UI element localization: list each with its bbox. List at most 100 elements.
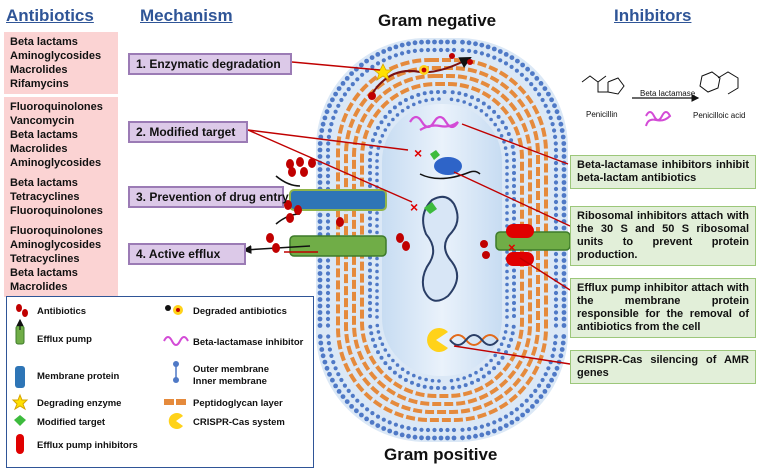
outer-membrane-dot	[393, 422, 398, 427]
inner-membrane-dot	[422, 91, 427, 96]
outer-membrane-dot	[425, 39, 431, 45]
antibiotic-name: Aminoglycosides	[10, 50, 102, 62]
inner-membrane-dot	[462, 376, 467, 380]
inner-membrane-dot	[500, 120, 505, 125]
inner-membrane-dot	[375, 224, 379, 228]
outer-membrane-dot	[553, 264, 559, 270]
inner-membrane-dot	[400, 109, 405, 113]
inner-membrane-dot	[512, 275, 516, 279]
outer-membrane-dot	[319, 347, 325, 352]
outer-membrane-dot	[498, 58, 503, 63]
outer-membrane-dot	[556, 115, 562, 121]
outer-membrane-dot	[327, 347, 332, 352]
legend-modified-target-icon	[14, 415, 26, 426]
inner-membrane-dot	[410, 380, 414, 385]
inner-membrane-dot	[503, 330, 508, 334]
outer-membrane-dot	[561, 167, 567, 172]
antibiotic-name: Fluoroquinolones	[10, 225, 103, 237]
inner-membrane-dot	[463, 383, 468, 388]
outer-membrane-dot	[561, 173, 567, 179]
inner-membrane-dot	[375, 165, 379, 170]
inner-membrane-dot	[379, 120, 384, 125]
mrna-strand	[419, 170, 481, 180]
outer-membrane-dot	[325, 180, 331, 185]
degraded-antibiotic-icon	[449, 53, 455, 59]
outer-membrane-dot	[460, 39, 465, 45]
outer-membrane-dot	[552, 128, 557, 133]
penicilloic-acid-structure	[699, 71, 739, 95]
legend-peptidoglycan-icon	[176, 399, 186, 405]
crispr-cas-icon	[427, 328, 448, 352]
legend-membrane-protein: Membrane protein	[37, 371, 120, 382]
outer-membrane-dot	[349, 71, 354, 76]
connector-line	[461, 123, 569, 165]
antibiotic-dot	[294, 205, 302, 215]
outer-membrane-dot	[445, 47, 450, 53]
legend-degrading-enzyme-icon	[11, 393, 29, 411]
outer-membrane-dot	[503, 423, 509, 428]
outer-membrane-dot	[553, 167, 559, 172]
outer-membrane-dot	[561, 297, 567, 302]
outer-membrane-dot	[317, 284, 323, 289]
outer-membrane-dot	[317, 310, 323, 315]
outer-membrane-dot	[324, 365, 330, 371]
inner-membrane-dot	[375, 276, 379, 280]
outer-membrane-dot	[554, 365, 560, 371]
inner-membrane-dot	[368, 294, 372, 299]
inhibitor-efflux-pump: Efflux pump inhibitor attach with the me…	[570, 278, 756, 338]
inner-membrane-dot	[376, 330, 381, 334]
outer-membrane-dot	[524, 77, 529, 82]
outer-membrane-dot	[336, 103, 341, 108]
antibiotic-dot	[368, 92, 376, 100]
outer-membrane-dot	[533, 388, 538, 393]
legend-membrane-protein-icon	[15, 366, 25, 388]
outer-membrane-dot	[467, 427, 472, 432]
connector-line	[247, 129, 409, 151]
outer-membrane-dot	[317, 271, 323, 276]
outer-membrane-dot	[360, 403, 365, 408]
outer-membrane-dot	[552, 371, 557, 377]
inhibitor-ribosomal: Ribosomal inhibitors attach with the 30 …	[570, 206, 756, 266]
inner-membrane-dot	[368, 229, 372, 234]
inner-membrane-dot	[392, 370, 397, 375]
outer-membrane-dot	[326, 134, 331, 139]
penicilloic-acid-label: Penicilloic acid	[693, 111, 746, 120]
inner-membrane-dot	[437, 97, 441, 101]
inner-membrane-dot	[509, 138, 514, 143]
outer-membrane-dot	[553, 206, 559, 211]
outer-membrane-dot	[492, 420, 497, 425]
efflux-pump-inhibitor-icon	[506, 224, 534, 238]
inner-membrane-dot	[368, 151, 373, 156]
inner-membrane-dot	[512, 288, 516, 292]
outer-membrane-dot	[486, 422, 491, 427]
inner-membrane-dot	[383, 128, 388, 132]
outer-membrane-dot	[432, 39, 437, 45]
outer-membrane-dot	[329, 122, 334, 127]
outer-membrane-dot	[561, 147, 567, 153]
outer-membrane-dot	[359, 412, 364, 418]
inner-membrane-dot	[505, 269, 509, 274]
inner-membrane-dot	[370, 337, 375, 342]
inner-membrane-dot	[375, 289, 379, 293]
outer-membrane-dot	[333, 383, 338, 389]
outer-membrane-dot	[561, 199, 567, 205]
penicillin-structure	[581, 75, 625, 95]
antibiotic-dot	[396, 233, 404, 243]
outer-membrane-dot	[317, 264, 323, 270]
legend-crispr-cas-icon	[168, 413, 183, 429]
outer-membrane-dot	[325, 147, 331, 153]
inner-membrane-dot	[368, 164, 372, 169]
outer-membrane-dot	[350, 82, 355, 87]
inner-membrane-dot	[368, 307, 372, 312]
legend-outer-membrane: Outer membrane	[193, 364, 270, 375]
outer-membrane-dot	[515, 58, 520, 64]
outer-membrane-dot	[524, 398, 529, 403]
outer-membrane-dot	[479, 51, 484, 56]
outer-membrane-dot	[412, 427, 417, 432]
outer-membrane-dot	[325, 225, 331, 231]
inner-membrane-dot	[505, 204, 509, 209]
outer-membrane-dot	[355, 77, 360, 82]
outer-membrane-dot	[553, 134, 558, 139]
outer-membrane-dot	[561, 271, 567, 276]
